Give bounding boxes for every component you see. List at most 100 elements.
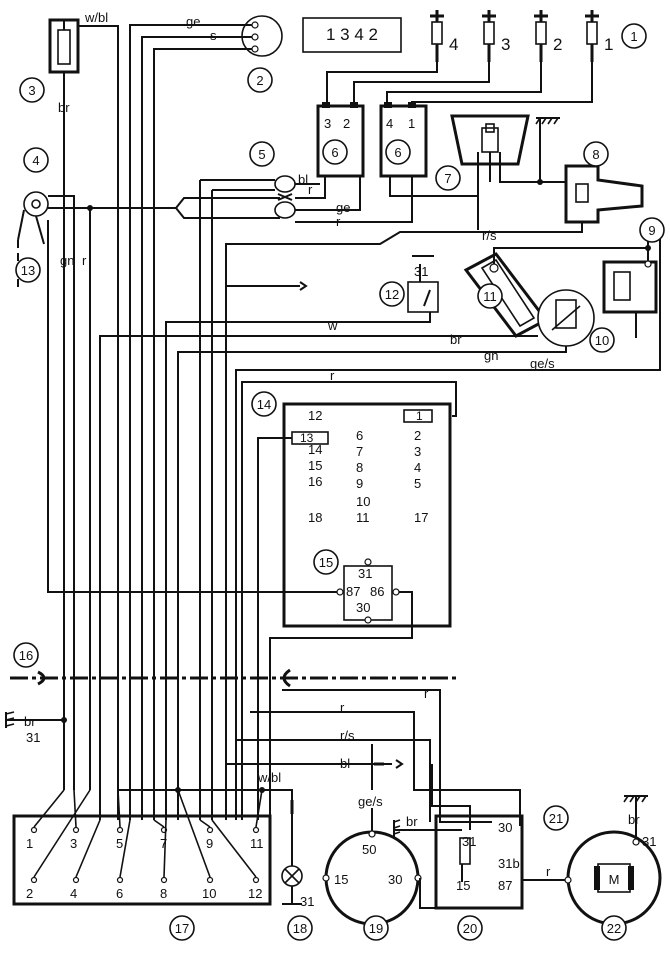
relay20-tl: 31 — [462, 834, 476, 849]
wire-label-r-s-lower: r/s — [340, 728, 355, 743]
lamp-18 — [281, 865, 303, 905]
module14-connector-1 — [403, 409, 433, 423]
callout-label: 12 — [385, 287, 399, 302]
callout-circle — [621, 23, 647, 49]
wire-label-br-mid: br — [450, 332, 462, 347]
connector17-pin-8: 8 — [160, 886, 167, 901]
connector17-wire — [255, 789, 263, 828]
callout-label: 13 — [21, 263, 35, 278]
wire-r-s — [225, 231, 476, 820]
wire-label-r-lower2: r — [340, 700, 345, 715]
ground-31-left: 31 — [26, 730, 40, 745]
relay15-top: 31 — [358, 566, 372, 581]
connector17-pin-dot — [252, 876, 260, 884]
connector-17 — [12, 814, 272, 906]
connector17-pin-5: 5 — [116, 836, 123, 851]
callout-label: 16 — [19, 648, 33, 663]
wire-label-bl-lower: bl — [340, 756, 350, 771]
connector17-pin-12: 12 — [248, 886, 262, 901]
connector17-pin-dot — [206, 876, 214, 884]
spark-plugs — [430, 10, 599, 62]
relay20-bl: 15 — [456, 878, 470, 893]
callout-label: 8 — [592, 147, 599, 162]
connector17-pin-dot — [116, 826, 124, 834]
wire-label-br-ground: br — [24, 714, 36, 729]
component-3-resistor — [48, 18, 80, 90]
callout-label: 17 — [175, 921, 189, 936]
wire-w-bl — [78, 25, 119, 820]
motor22-terminal: 31 — [642, 834, 656, 849]
connector17-pins — [30, 789, 263, 884]
callout-label: 22 — [607, 921, 621, 936]
callout-label: 10 — [595, 333, 609, 348]
spark-plug-3 — [482, 10, 496, 62]
callout-circle — [543, 805, 569, 831]
wire-label-ge-5: ge — [336, 200, 350, 215]
connector17-wire — [153, 819, 165, 828]
callout-circle — [287, 915, 313, 941]
callout-circle — [23, 147, 49, 173]
connector17-pin-dot — [30, 826, 38, 834]
module14-col1-4: 18 — [308, 510, 322, 525]
connector17-wire — [73, 789, 77, 828]
spark-plug-4 — [430, 10, 444, 62]
callout-label: 6 — [394, 145, 401, 160]
coil-left-term-3: 3 — [324, 116, 331, 131]
callout-circle — [379, 281, 405, 307]
component-10-sensor — [537, 289, 595, 347]
component-9-unit — [602, 260, 658, 338]
module14-col3-1: 3 — [414, 444, 421, 459]
callout-circle — [589, 327, 615, 353]
wire-label-w-bl-lower: w/bl — [257, 770, 281, 785]
relay20-tr: 30 — [498, 820, 512, 835]
wire-s-top — [141, 36, 252, 820]
switch12-terminal: 31 — [414, 264, 428, 279]
connector17-pin-3: 3 — [70, 836, 77, 851]
callout-label: 14 — [257, 397, 271, 412]
wire-label-s-top: s — [210, 28, 217, 43]
callout-circle — [247, 67, 273, 93]
ignition-coil-right — [379, 102, 428, 178]
firewall-16 — [10, 668, 460, 688]
coil-right-term-4: 4 — [386, 116, 393, 131]
callout-circle — [15, 257, 41, 283]
callout-label: 15 — [319, 555, 333, 570]
callout-label: 20 — [463, 921, 477, 936]
wire-label-r-5a: r — [308, 182, 313, 197]
connector17-pin-dot — [160, 876, 168, 884]
callout-circle — [583, 141, 609, 167]
relay20-br: 87 — [498, 878, 512, 893]
module14-col2-1: 7 — [356, 444, 363, 459]
wire-ge-s — [235, 235, 661, 820]
module14-col3-0: 2 — [414, 428, 421, 443]
wire-ge-top — [129, 24, 252, 820]
wire-label-w-bl-top: w/bl — [84, 10, 108, 25]
callout-circle — [601, 915, 627, 941]
spark-plug-2 — [534, 10, 548, 62]
connector17-wire — [119, 819, 131, 878]
module14-col3-4: 17 — [414, 510, 428, 525]
wire-third-socket — [153, 48, 252, 820]
component-4 — [17, 191, 49, 290]
callout-circle — [251, 391, 277, 417]
connector17-pin-1: 1 — [26, 836, 33, 851]
wire-label-w-mid: w — [327, 318, 338, 333]
relay20-mid: 31b — [498, 856, 520, 871]
module14-col2-4: 10 — [356, 494, 370, 509]
callout-circle — [322, 139, 348, 165]
callout-label: 4 — [32, 153, 39, 168]
spark-plug-label-3: 3 — [501, 35, 510, 54]
connector17-pin-dot — [30, 876, 38, 884]
wire-label-bl-5: bl — [298, 172, 308, 187]
wire-gn-left — [48, 195, 75, 790]
relay15-left: 87 — [346, 584, 360, 599]
callout-circle — [477, 283, 503, 309]
connector17-pin-2: 2 — [26, 886, 33, 901]
callout-circle — [19, 77, 45, 103]
connector17-wire — [33, 789, 65, 828]
connector17-wire — [199, 819, 211, 828]
callout-label: 21 — [549, 811, 563, 826]
wire-label-gn-mid: gn — [484, 348, 498, 363]
component-12-switch — [407, 255, 439, 313]
